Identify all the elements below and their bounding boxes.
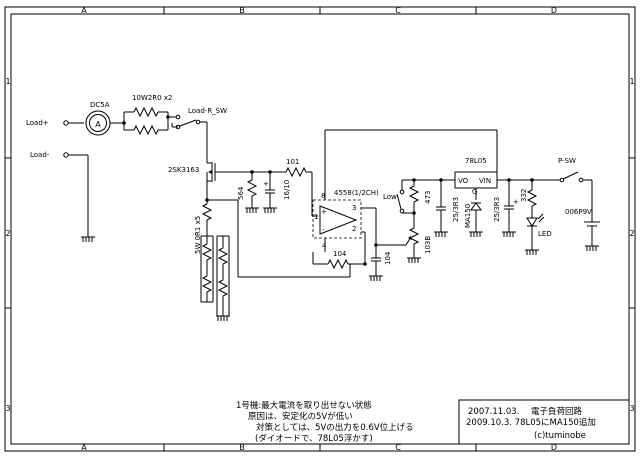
ground-symbol-c104: [369, 275, 383, 281]
opamp: 4558(1/2CH) + - 8 3 2 1 4: [312, 129, 498, 264]
col-label-c: C: [395, 6, 401, 15]
r-564-label: 564: [237, 186, 245, 200]
col-label-d-bottom: D: [551, 443, 557, 452]
p-sw-label: P-SW: [558, 157, 576, 165]
note-line-3: 対策としては、5Vの出力を0.6V位上げる: [256, 422, 414, 433]
c-104-label: 104: [384, 251, 392, 265]
load-terminals: Load+ Load-: [26, 119, 95, 242]
row-label-3: 3: [5, 404, 10, 413]
load-r-switch: Load-R_SW: [171, 107, 227, 163]
load-sw-label: Load-R_SW: [188, 107, 227, 115]
ground-symbol-c-b: [502, 231, 516, 237]
ammeter-symbol: A: [95, 120, 101, 129]
note-line-4: (ダイオードで、78L05浮かす): [255, 433, 373, 444]
load-minus-label: Load-: [30, 151, 50, 159]
pin3-label: 3: [352, 204, 356, 212]
c-25-3r3b-label: 25/3R3: [493, 197, 501, 222]
reg-label: 78L05: [465, 157, 487, 165]
ammeter-label: DC5A: [90, 101, 110, 109]
note-line-2: 原因は、安定化の5Vが低い: [248, 411, 353, 422]
led-indicator: 332 LED: [520, 180, 552, 255]
reg-gnd-label: G: [472, 188, 477, 196]
row-label-1: 1: [5, 77, 10, 86]
row-label-2: 2: [5, 229, 10, 238]
col-label-a: A: [81, 6, 87, 15]
mosfet-label: 2SK3163: [168, 166, 199, 174]
load-plus-label: Load+: [26, 119, 49, 127]
regulator-78l05: 78L05 VO VIN G MA150: [454, 157, 560, 237]
col-label-b-bottom: B: [239, 443, 245, 452]
title-block: 2007.11.03. 電子負荷回路 2009.10.3. 78L05にMA15…: [458, 399, 630, 445]
title-date: 2007.11.03.: [468, 407, 519, 417]
cap-25-3r3-b: + 25/3R3: [493, 180, 519, 237]
title-copyright: (c)tuminobe: [534, 431, 586, 441]
cap-b-plus: +: [513, 198, 519, 206]
border-frame: [4, 6, 636, 452]
mosfet: 2SK3163: [168, 162, 286, 200]
opamp-plus: +: [321, 208, 327, 216]
c-25-3r3a-label: 25/3R3: [452, 197, 460, 222]
reg-vo-label: VO: [458, 177, 469, 185]
gate-network: 101 564 + 16/10: [237, 158, 318, 217]
shunt-resistors: 5W 0R1 x5: [194, 198, 350, 321]
col-label-b: B: [239, 6, 245, 15]
note-block: 1号機:最大電流を取り出せない状態 原因は、安定化の5Vが低い 対策としては、5…: [236, 400, 414, 444]
pin8-label: 8: [321, 192, 325, 200]
ground-symbol-564: [245, 207, 259, 213]
col-label-a-bottom: A: [81, 443, 87, 452]
ground-symbol-load: [81, 236, 95, 242]
r-shunt-label: 5W 0R1 x5: [194, 216, 202, 254]
reg-vin-label: VIN: [479, 177, 491, 185]
ammeter: A DC5A: [68, 101, 124, 136]
power-switch-and-battery: P-SW 006P9V: [558, 157, 600, 251]
row-label-2-right: 2: [629, 229, 634, 238]
led-label: LED: [538, 230, 552, 238]
r-332-label: 332: [520, 189, 528, 202]
pin2-label: 2: [352, 225, 356, 233]
cap-plus: +: [263, 180, 269, 188]
row-label-1-right: 1: [629, 77, 634, 86]
col-label-c-bottom: C: [395, 443, 401, 452]
ground-symbol-led: [525, 249, 539, 255]
ground-symbol-c-a: [434, 231, 448, 237]
r-gate-label: 101: [286, 158, 299, 166]
power-resistor-label: 10W2R0 x2: [132, 94, 172, 102]
r-473-label: 473: [424, 191, 432, 204]
power-resistors: 10W2R0 x2: [122, 94, 176, 136]
ground-symbol-pot: [407, 257, 421, 263]
low-switch-and-r473: 473 Low 25/3R3: [383, 178, 460, 237]
note-line-1: 1号機:最大電流を取り出せない状態: [236, 400, 372, 411]
title-line-2: 2009.10.3. 78L05にMA150追加: [466, 417, 596, 428]
r-fb-label: 104: [333, 250, 347, 258]
pot-label: 103B: [424, 236, 432, 254]
opamp-label: 4558(1/2CH): [334, 189, 379, 197]
low-sw-label: Low: [383, 193, 397, 201]
row-label-3-right: 3: [629, 404, 634, 413]
feedback-resistor: 104: [313, 250, 367, 277]
ground-symbol-diode: [469, 231, 483, 237]
ground-symbol-shunt: [216, 315, 230, 321]
diode-label: MA150: [464, 204, 472, 228]
filter-cap-and-pot: 104 103B: [369, 222, 432, 281]
pin1-label: 1: [314, 213, 318, 221]
ground-symbol-cap: [263, 207, 277, 213]
battery-label: 006P9V: [565, 208, 592, 216]
frame-labels: A B C D A B C D 1 2 3 1 2 3: [5, 6, 634, 452]
title-text: 電子負荷回路: [531, 406, 583, 417]
ground-symbol-battery: [585, 245, 599, 251]
opamp-minus: -: [322, 226, 325, 234]
c-16-10-label: 16/10: [283, 180, 291, 200]
col-label-d: D: [551, 6, 557, 15]
